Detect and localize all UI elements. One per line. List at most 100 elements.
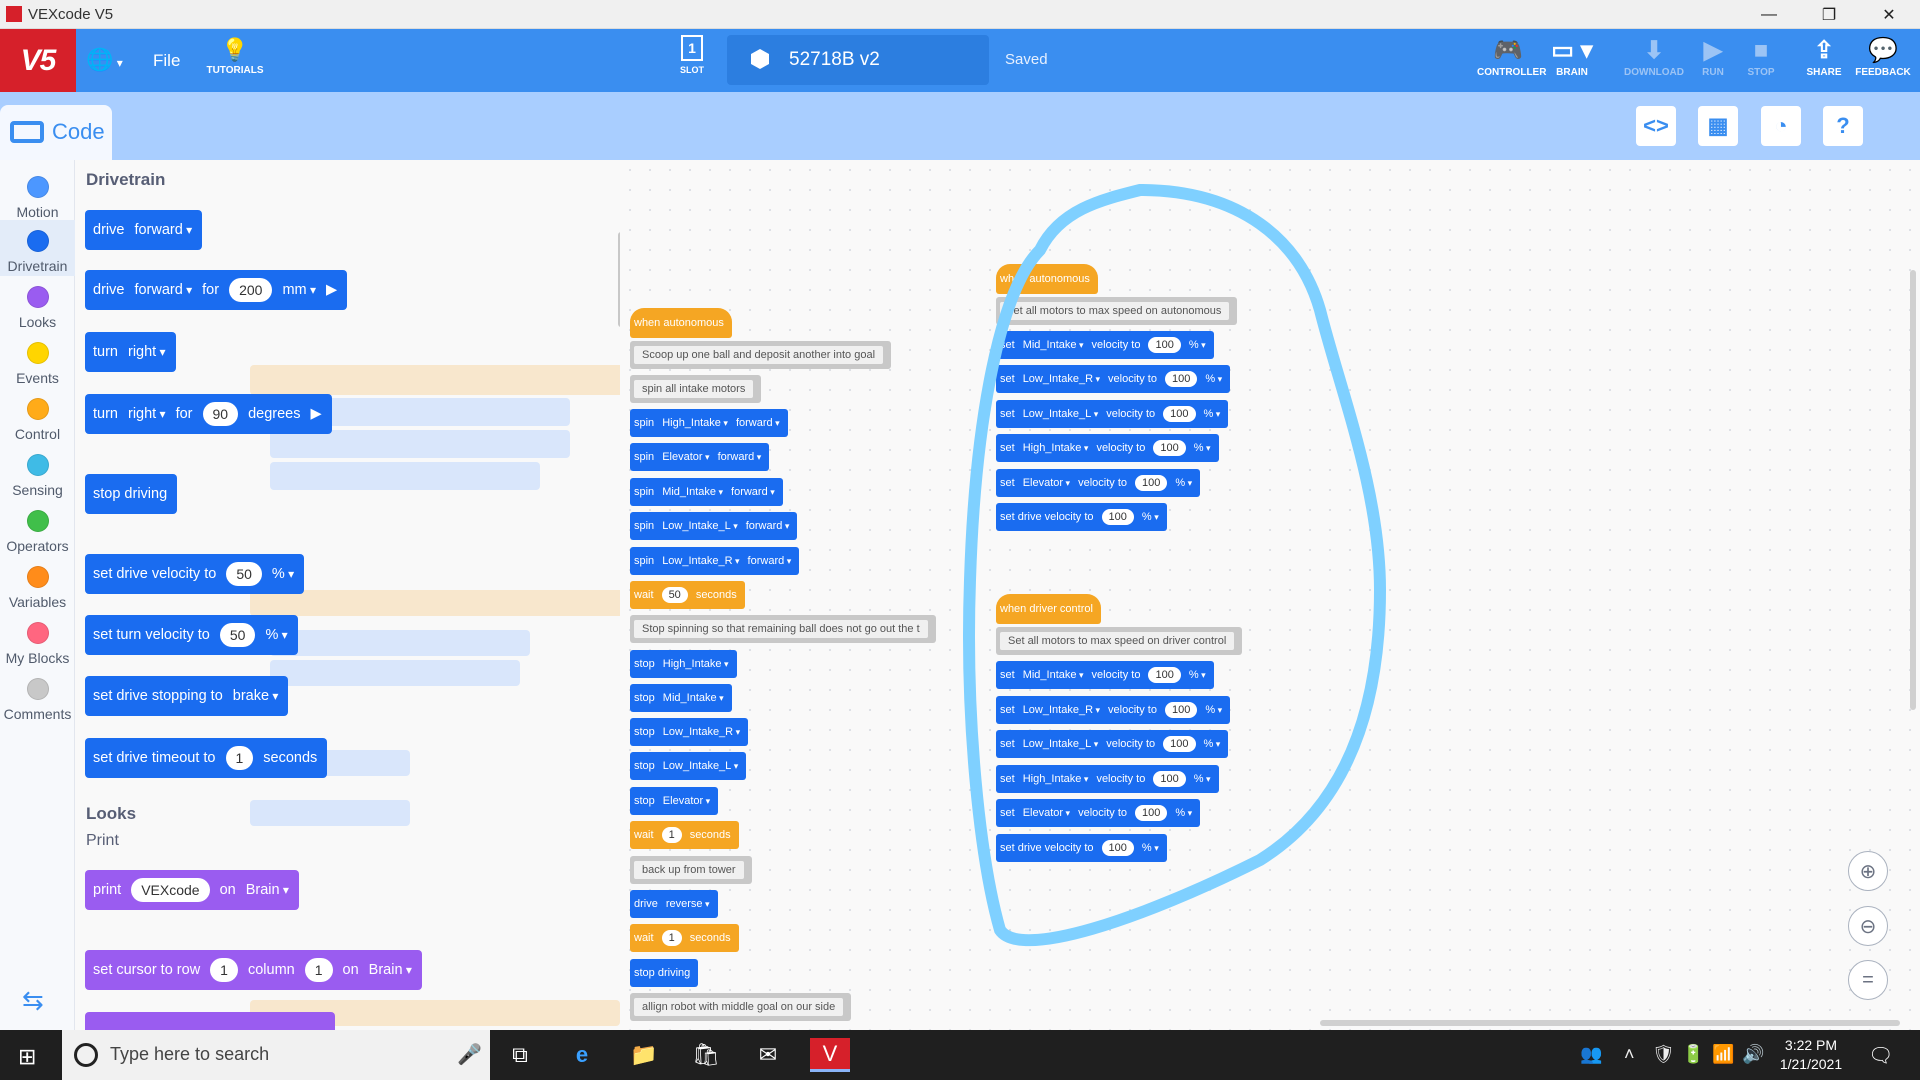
timeout-input[interactable]: 1 — [225, 746, 254, 770]
row-input[interactable]: 1 — [210, 958, 238, 982]
block-set-cursor[interactable]: set cursor to row 1 column 1 on Brain — [85, 950, 422, 990]
block-spin-motor[interactable]: spinElevatorforward — [630, 443, 770, 471]
category-control[interactable]: Control — [0, 388, 75, 444]
store-icon[interactable]: 🛍 — [692, 1042, 720, 1067]
velocity-input[interactable]: 100 — [1153, 440, 1186, 456]
battery-icon[interactable]: 🔋 — [1682, 1044, 1705, 1064]
block-set-turn-velocity[interactable]: set turn velocity to 50 % — [85, 615, 298, 655]
motor-dropdown[interactable]: Low_Intake_L — [1023, 738, 1099, 750]
direction-dropdown[interactable]: forward — [736, 417, 780, 429]
unit-dropdown[interactable]: % — [1175, 477, 1192, 489]
velocity-input[interactable]: 100 — [1164, 371, 1198, 387]
brain-button[interactable]: ▭ ▾BRAIN — [1541, 35, 1603, 78]
minimize-button[interactable]: — — [1761, 5, 1777, 23]
feedback-button[interactable]: 💬FEEDBACK — [1852, 35, 1914, 78]
motor-dropdown[interactable]: High_Intake — [663, 658, 729, 670]
project-name-field[interactable]: 52718B v2 — [727, 35, 989, 85]
motor-dropdown[interactable]: Elevator — [662, 451, 709, 463]
direction-dropdown[interactable]: forward — [731, 486, 775, 498]
motor-dropdown[interactable]: Mid_Intake — [1023, 669, 1084, 681]
block-turn-for[interactable]: turn right for 90 degrees ▶ — [85, 394, 332, 434]
security-icon[interactable]: 🛡 — [1652, 1044, 1675, 1064]
distance-input[interactable]: 200 — [229, 278, 273, 302]
vexcode-taskbar-icon[interactable]: V — [810, 1038, 850, 1072]
code-tab[interactable]: Code — [0, 105, 112, 160]
motor-dropdown[interactable]: Mid_Intake — [662, 486, 723, 498]
block-set-drive-stopping[interactable]: set drive stopping to brake — [85, 676, 289, 716]
help-icon[interactable]: ? — [1823, 106, 1863, 146]
block-turn[interactable]: turn right — [85, 332, 176, 372]
hat-when-autonomous[interactable]: when autonomous — [630, 308, 732, 338]
motor-dropdown[interactable]: High_Intake — [1023, 442, 1089, 454]
motor-dropdown[interactable]: Low_Intake_R — [662, 555, 739, 567]
restore-button[interactable]: ❐ — [1821, 6, 1837, 24]
comment-block[interactable]: set all motors to max speed on autonomou… — [996, 297, 1238, 325]
direction-dropdown[interactable]: forward — [134, 222, 192, 238]
velocity-input[interactable]: 100 — [1164, 702, 1198, 718]
category-variables[interactable]: Variables — [0, 556, 75, 612]
devices-icon[interactable]: ▦ — [1698, 106, 1738, 146]
wait-input[interactable]: 50 — [661, 587, 688, 603]
comment-text[interactable]: spin all intake motors — [634, 380, 754, 398]
motor-dropdown[interactable]: High_Intake — [662, 417, 728, 429]
category-comments[interactable]: Comments — [0, 668, 75, 724]
motor-dropdown[interactable]: Mid_Intake — [1023, 339, 1084, 351]
people-icon[interactable]: 👥 — [1580, 1044, 1603, 1064]
comment-text[interactable]: Set all motors to max speed on driver co… — [1000, 632, 1235, 650]
file-explorer-icon[interactable]: 📁 — [630, 1042, 658, 1067]
direction-dropdown[interactable]: forward — [748, 555, 792, 567]
edge-browser-icon[interactable]: e — [575, 1042, 589, 1067]
category-my-blocks[interactable]: My Blocks — [0, 612, 75, 668]
category-drivetrain[interactable]: Drivetrain — [0, 220, 75, 276]
wait-input[interactable]: 1 — [661, 827, 682, 843]
volume-icon[interactable]: 🔊 — [1742, 1044, 1765, 1064]
comment-text[interactable]: allign robot with middle goal on our sid… — [634, 998, 844, 1016]
unit-dropdown[interactable]: % — [1194, 773, 1211, 785]
motor-dropdown[interactable]: Low_Intake_R — [1023, 704, 1100, 716]
wifi-icon[interactable]: 📶 — [1712, 1044, 1735, 1064]
motor-dropdown[interactable]: Mid_Intake — [663, 692, 724, 704]
block-stop-driving[interactable]: stop driving — [630, 959, 699, 987]
target-dropdown[interactable]: Brain — [246, 882, 289, 898]
velocity-input[interactable]: 100 — [1148, 337, 1181, 353]
velocity-input[interactable]: 50 — [219, 623, 256, 647]
direction-dropdown[interactable]: reverse — [666, 898, 710, 910]
dashboard-icon[interactable]: ◔ — [1761, 106, 1801, 146]
slot-button[interactable]: 1 SLOT — [668, 35, 716, 75]
comment-block[interactable]: Stop spinning so that remaining ball doe… — [630, 615, 936, 643]
comment-block[interactable]: Scoop up one ball and deposit another in… — [630, 341, 892, 369]
velocity-input[interactable]: 100 — [1135, 475, 1168, 491]
velocity-input[interactable]: 50 — [226, 562, 262, 586]
category-looks[interactable]: Looks — [0, 276, 75, 332]
zoom-out-icon[interactable]: ⊖ — [1848, 906, 1888, 946]
motor-dropdown[interactable]: Low_Intake_L — [663, 760, 739, 772]
tutorials-button[interactable]: 💡 TUTORIALS — [205, 35, 265, 76]
unit-dropdown[interactable]: % — [1205, 373, 1222, 385]
unit-dropdown[interactable]: % — [1204, 738, 1221, 750]
category-operators[interactable]: Operators — [0, 500, 75, 556]
velocity-input[interactable]: 100 — [1163, 406, 1196, 422]
code-workspace[interactable]: when autonomous Scoop up one ball and de… — [620, 160, 1920, 1030]
velocity-input[interactable]: 100 — [1101, 509, 1134, 525]
task-view-icon[interactable]: ⧉ — [512, 1042, 528, 1067]
block-drive-for[interactable]: drive forward for 200 mm ▶ — [85, 270, 348, 310]
